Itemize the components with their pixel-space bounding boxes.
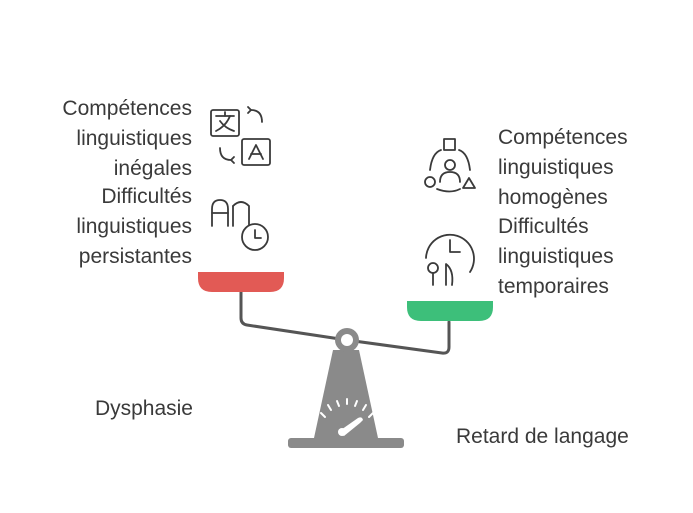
- speech-clock-icon: [211, 199, 269, 251]
- clock-pin-icon: [425, 233, 475, 286]
- scale-beam: [239, 290, 451, 355]
- retard-de-langage-caption: Retard de langage: [456, 425, 629, 448]
- translate-icon: [210, 106, 271, 166]
- right-label-homogeneous-skills: Compétences linguistiques homogènes: [498, 126, 628, 209]
- left-pan: [198, 272, 284, 292]
- pivot-icon: [335, 328, 359, 352]
- right-label-temporary-difficulties: Difficultés linguistiques temporaires: [498, 215, 614, 298]
- scale-stand: [288, 350, 404, 448]
- left-label-persistent-difficulties: Difficultés linguistiques persistantes: [76, 185, 192, 268]
- left-label-uneven-skills: Compétences linguistiques inégales: [62, 97, 192, 180]
- right-pan: [407, 301, 493, 321]
- shapes-person-icon: [424, 138, 476, 193]
- dysphasie-caption: Dysphasie: [94, 397, 193, 420]
